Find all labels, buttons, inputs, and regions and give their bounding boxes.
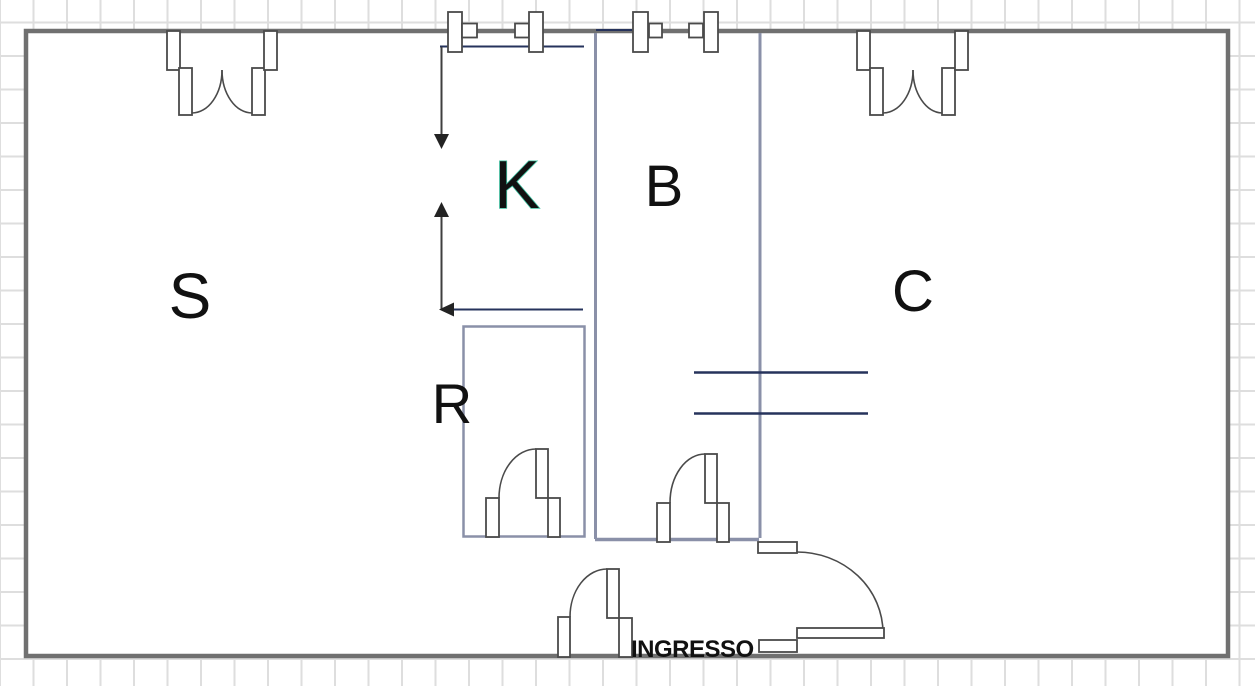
door-swing-arc [498, 448, 537, 499]
room-r-walls [462, 325, 586, 538]
door-jamb [716, 502, 730, 543]
door-jamb [856, 30, 871, 71]
door-leaf [704, 453, 718, 504]
door-icon-bottom [557, 568, 633, 658]
window-frame [447, 11, 463, 53]
window-sash [514, 22, 530, 39]
door-icon-b [656, 453, 730, 543]
room-labels: S K B C R INGRESSO [169, 146, 934, 663]
window-frame [528, 11, 544, 53]
window-sash [648, 22, 663, 39]
door-swing-arc [912, 69, 943, 114]
double-door-icon-s [166, 30, 278, 116]
door-swing-arc [191, 69, 223, 114]
door-swing-arc [569, 568, 608, 618]
window-frame [632, 11, 649, 53]
door-leaf [796, 627, 885, 639]
door-leaf [178, 67, 193, 116]
door-jamb [547, 497, 561, 538]
room-label-k: K [494, 147, 539, 223]
arrow-down-icon [434, 134, 449, 149]
door-jamb [618, 617, 633, 658]
door-leaf [869, 67, 884, 116]
interior-walls [462, 33, 762, 542]
window-frame [703, 11, 719, 53]
double-door-icon-c [856, 30, 969, 116]
room-label-c: C [892, 259, 934, 324]
door-leaf [251, 67, 266, 116]
entrance-label: INGRESSO [631, 636, 754, 663]
door-leaf [606, 568, 620, 619]
window-icon-k [447, 11, 544, 53]
apartment-floor-plan: S K B C R INGRESSO [23, 11, 1231, 663]
accent-lines [440, 29, 868, 415]
door-threshold [758, 639, 798, 653]
room-label-r: R [432, 372, 472, 435]
room-label-b: B [645, 154, 684, 219]
door-jamb [557, 616, 571, 658]
window-sash [688, 22, 704, 39]
arrow-left-icon [439, 302, 454, 317]
door-swing-arc [882, 69, 914, 114]
door-leaf [941, 67, 956, 116]
door-swing-arc [669, 453, 706, 504]
door-leaf [757, 541, 798, 554]
door-icon-r [485, 448, 561, 538]
window-icon-b [632, 11, 719, 53]
door-jamb [485, 497, 500, 538]
door-jamb [166, 30, 181, 71]
door-jamb [954, 30, 969, 71]
outer-wall [23, 28, 1231, 659]
door-jamb [263, 30, 278, 71]
arrow-up-icon [434, 202, 449, 217]
direction-arrows [434, 47, 583, 317]
door-leaf [535, 448, 549, 499]
door-swing-arc [796, 551, 884, 634]
room-label-s: S [169, 260, 212, 332]
window-sash [461, 22, 478, 39]
door-swing-arc [221, 69, 253, 114]
entrance-door-icon [757, 541, 885, 653]
door-jamb [656, 502, 671, 543]
